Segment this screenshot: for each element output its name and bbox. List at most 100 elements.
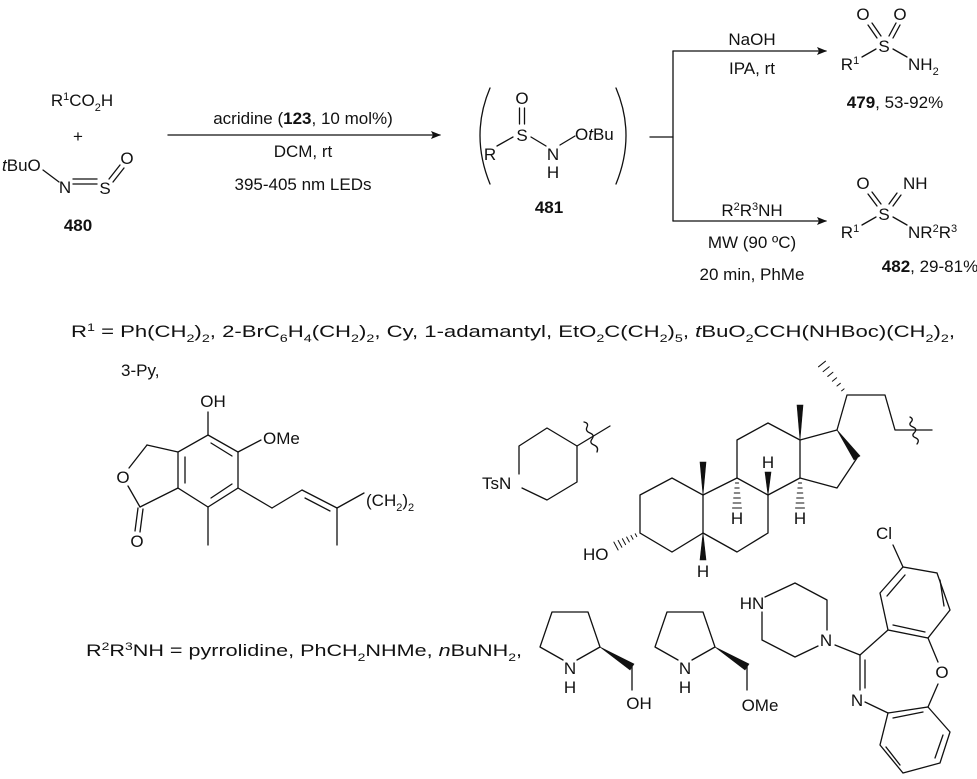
bond bbox=[736, 422, 801, 496]
atom-r: R bbox=[484, 145, 496, 164]
bond bbox=[699, 532, 707, 561]
ring-oxygen: O bbox=[116, 468, 129, 487]
tosyl-piperidine-fragment: TsN bbox=[482, 421, 611, 501]
yield-label-482: 482, 29-81% bbox=[882, 257, 977, 276]
r1-label: R1 bbox=[841, 55, 859, 74]
bond bbox=[210, 483, 233, 499]
bond bbox=[892, 711, 924, 719]
bond bbox=[112, 167, 125, 183]
text-segment: 123 bbox=[283, 109, 311, 128]
bond bbox=[885, 746, 901, 766]
text-segment: H bbox=[288, 322, 304, 341]
text-segment: R bbox=[740, 201, 752, 220]
bond bbox=[134, 507, 139, 532]
plus-sign: + bbox=[73, 127, 83, 146]
bond bbox=[237, 439, 262, 453]
text-segment: ) bbox=[933, 322, 940, 341]
bond bbox=[892, 216, 908, 226]
text-segment: 2 bbox=[933, 66, 939, 78]
r1-scope-3py: 3-Py, bbox=[121, 361, 159, 380]
compound-label-480: 480 bbox=[64, 216, 92, 235]
bond bbox=[518, 427, 578, 501]
atom-n: N bbox=[851, 691, 863, 710]
bond bbox=[139, 487, 179, 508]
hashed-bond bbox=[613, 541, 619, 551]
h-label: H bbox=[762, 453, 774, 472]
text-segment: 4 bbox=[304, 333, 312, 345]
text-segment: Bu bbox=[593, 125, 614, 144]
text-segment: 2 bbox=[95, 102, 101, 114]
text-segment: BuO bbox=[701, 322, 745, 341]
text-segment: ) bbox=[359, 322, 366, 341]
text-segment: 3 bbox=[125, 641, 133, 653]
bond bbox=[539, 611, 601, 661]
atom-n: N bbox=[820, 631, 832, 650]
right-parenthesis bbox=[615, 87, 627, 185]
text-segment: 2 bbox=[186, 333, 194, 345]
text-segment: 482 bbox=[882, 257, 910, 276]
bond bbox=[836, 429, 861, 461]
prolinol: N H OH bbox=[539, 611, 652, 713]
text-segment: 1 bbox=[853, 223, 859, 235]
h-label: H bbox=[794, 509, 806, 528]
product-482: O NH S R1 NR2R3 482, 29-81% bbox=[841, 174, 977, 276]
bond bbox=[834, 644, 861, 656]
ho-label: HO bbox=[583, 545, 609, 564]
oh-label: OH bbox=[200, 392, 226, 411]
text-segment: 1 bbox=[853, 55, 859, 67]
text-segment: 3 bbox=[951, 223, 957, 235]
text-segment: 3 bbox=[752, 201, 758, 213]
bond bbox=[892, 194, 902, 207]
bond bbox=[867, 193, 878, 207]
text-segment: NH bbox=[758, 201, 783, 220]
hashed-bond bbox=[841, 388, 845, 392]
text-segment: ) bbox=[194, 322, 201, 341]
bond bbox=[714, 646, 750, 671]
text-segment: 2 bbox=[366, 333, 374, 345]
bond bbox=[796, 404, 804, 441]
text-segment: t bbox=[2, 156, 8, 175]
text-segment: NH bbox=[908, 55, 933, 74]
nh-label: NH bbox=[903, 174, 928, 193]
nr2r3-label: NR2R3 bbox=[908, 223, 957, 242]
bond bbox=[861, 216, 877, 226]
text-segment: 2 bbox=[408, 502, 414, 514]
hashed-bond bbox=[617, 539, 623, 548]
text-segment: (CH bbox=[366, 491, 396, 510]
bond bbox=[888, 192, 898, 205]
atom-n: N bbox=[564, 659, 576, 678]
ome-label: OMe bbox=[742, 696, 779, 715]
text-segment: CO bbox=[69, 91, 95, 110]
hashed-bond bbox=[827, 371, 834, 377]
bond bbox=[301, 489, 338, 509]
wavy-bond-icon bbox=[909, 416, 919, 445]
text-segment: R bbox=[841, 223, 853, 242]
bond bbox=[939, 579, 945, 607]
hashed-bond bbox=[831, 377, 838, 382]
bond bbox=[879, 706, 951, 774]
bond bbox=[861, 48, 877, 58]
text-segment: = Ph(CH bbox=[95, 322, 187, 341]
bond bbox=[210, 442, 233, 457]
wavy-bond-icon bbox=[583, 421, 599, 453]
text-segment: ) bbox=[402, 491, 408, 510]
atom-o: O bbox=[856, 5, 869, 24]
bond bbox=[764, 471, 772, 496]
bond bbox=[892, 48, 908, 58]
text-segment: 2 bbox=[396, 502, 402, 514]
text-segment: 2 bbox=[351, 333, 359, 345]
text-segment: t bbox=[588, 125, 594, 144]
hashed-bond bbox=[822, 366, 830, 373]
bond bbox=[892, 544, 904, 568]
text-segment: , 10 mol%) bbox=[312, 109, 393, 128]
text-segment: 1 bbox=[87, 322, 95, 334]
text-segment: R bbox=[51, 91, 63, 110]
bond bbox=[764, 582, 828, 631]
methoxymethyl-pyrrolidine: N H OMe bbox=[654, 611, 779, 715]
hashed-bond bbox=[817, 360, 827, 368]
bond bbox=[886, 574, 906, 597]
text-segment: , bbox=[683, 322, 695, 341]
text-segment: R bbox=[721, 201, 733, 220]
